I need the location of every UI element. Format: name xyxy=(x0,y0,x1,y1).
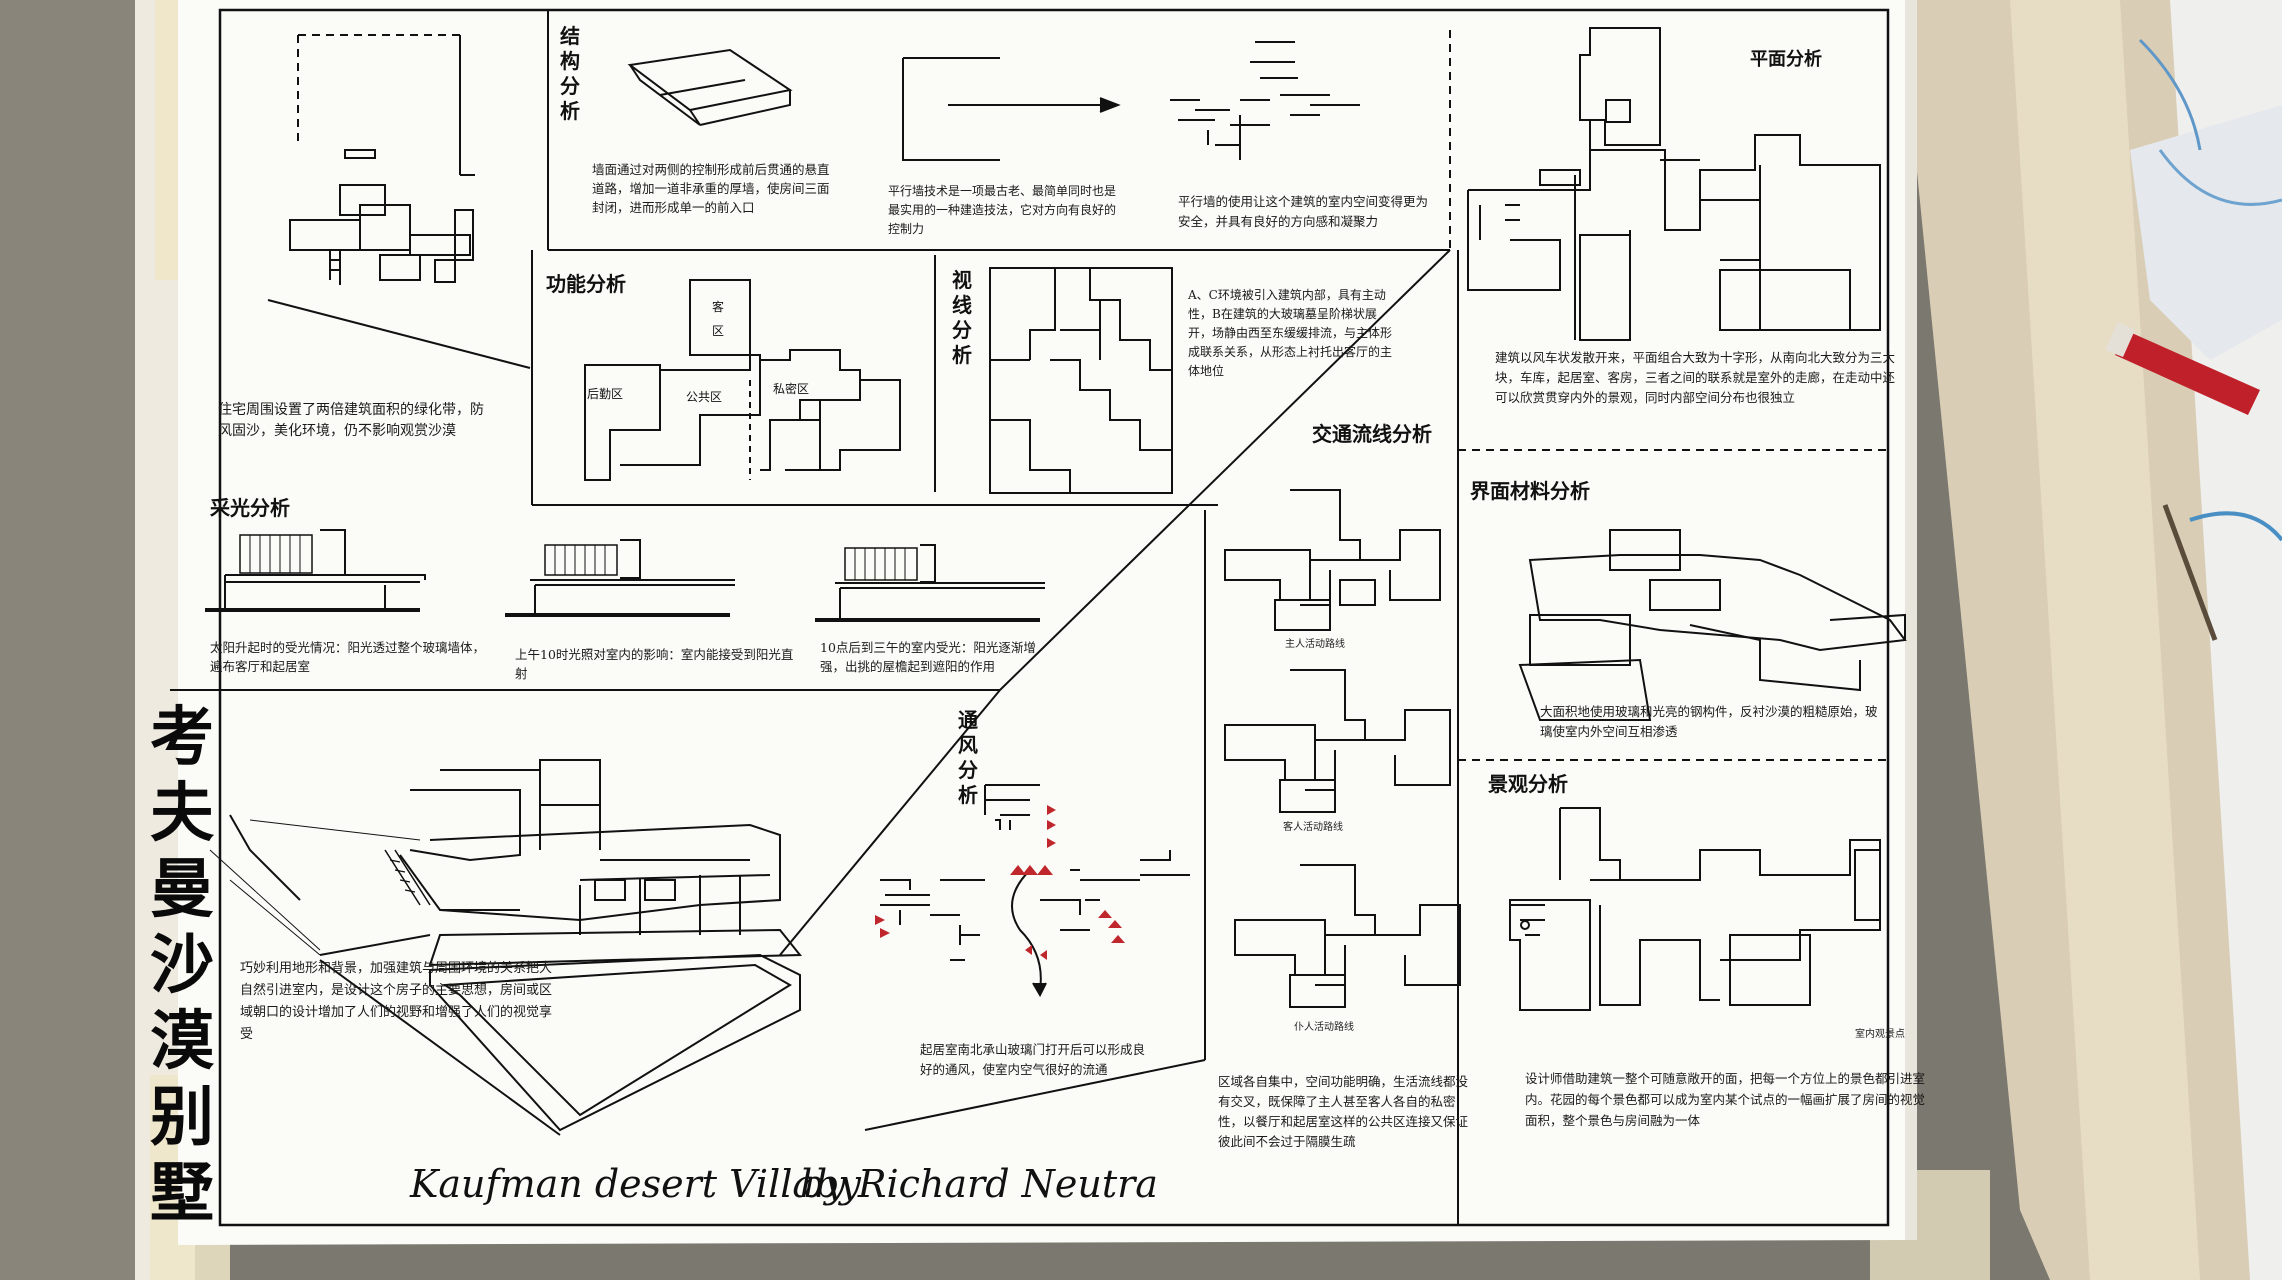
divider xyxy=(999,249,1451,691)
lighting-text-1: 太阳升起时的受光情况：阳光透过整个玻璃墙体，遍布客厅和起居室 xyxy=(210,640,486,674)
function-label-public: 公共区 xyxy=(686,390,723,404)
function-label-service: 后勤区 xyxy=(587,387,624,401)
divider xyxy=(864,1059,1206,1131)
ventilation-heading: 通风分析 xyxy=(958,708,978,807)
view-heading: 视线分析 xyxy=(952,268,972,367)
traffic-plan-1 xyxy=(1224,489,1441,631)
traffic-plan-2 xyxy=(1224,669,1451,813)
function-label-guest: 客区 xyxy=(712,300,725,338)
perspective-drawing xyxy=(209,759,803,1136)
traffic-heading: 交通流线分析 xyxy=(1312,422,1432,446)
function-label-private: 私密区 xyxy=(773,382,810,396)
structure-heading: 结构分析 xyxy=(560,24,580,123)
lighting-section-1 xyxy=(205,529,426,612)
poster-frame xyxy=(218,8,1890,1227)
traffic-caption-2: 客人活动路线 xyxy=(1283,822,1343,833)
divider xyxy=(267,299,531,369)
plan-heading: 平面分析 xyxy=(1750,49,1822,70)
lighting-section-2 xyxy=(505,539,735,617)
landscape-text: 设计师借助建筑一整个可随意敞开的面，把每一个方位上的景色都引进室内。花园的每个景… xyxy=(1525,1071,1926,1128)
structure-wall-text: 墙面通过对两侧的控制形成前后贯通的悬直道路，增加一道非承重的厚墙，使房间三面封闭… xyxy=(592,162,830,215)
structure-parallel-text: 平行墙技术是一项最古老、最简单同时也是最实用的一种建造技法，它对方向有良好的控制… xyxy=(888,184,1117,236)
landscape-heading: 景观分析 xyxy=(1488,772,1568,796)
site-text: 住宅周围设置了两倍建筑面积的绿化带，防风固沙，美化环境，仍不影响观赏沙漠 xyxy=(218,402,484,439)
poster-author: by Richard Neutra xyxy=(800,1162,1158,1206)
divider xyxy=(779,689,1001,956)
poster-subtitle: Kaufman desert Villaby xyxy=(410,1162,861,1206)
traffic-text: 区域各自集中，空间功能明确，生活流线都没有交叉，既保障了主人甚至客人各自的私密性… xyxy=(1218,1074,1469,1149)
plan-text: 建筑以风车状发散开来，平面组合大致为十字形，从南向北大致分为三大块，车库，起居室… xyxy=(1495,350,1896,405)
traffic-caption-1: 主人活动路线 xyxy=(1285,639,1345,650)
lighting-text-3: 10点后到三午的室内受光：阳光逐渐增强，出挑的屋檐起到遮阳的作用 xyxy=(820,640,1036,674)
material-text: 大面积地使用玻璃和光亮的钢构件，反衬沙漠的粗糙原始，玻璃使室内外空间互相渗透 xyxy=(1540,704,1878,739)
view-text: A、C环境被引入建筑内部，具有主动性，B在建筑的大玻璃墓呈阶梯状展开，场静由西至… xyxy=(1188,288,1393,378)
structure-parallel-use-text: 平行墙的使用让这个建筑的室内空间变得更为安全，并具有良好的方向感和凝聚力 xyxy=(1178,194,1429,229)
lighting-text-2: 上午10时光照对室内的影响：室内能接受到阳光直射 xyxy=(515,647,794,681)
function-heading: 功能分析 xyxy=(546,272,626,296)
material-heading: 界面材料分析 xyxy=(1470,479,1590,503)
landscape-caption: 室内观景点 xyxy=(1855,1029,1905,1040)
traffic-plan-3 xyxy=(1234,864,1461,1008)
lighting-heading: 采光分析 xyxy=(210,496,290,520)
poster-title: 考夫曼沙漠别墅 xyxy=(150,700,214,1231)
ventilation-text: 起居室南北承山玻璃门打开后可以形成良好的通风，使室内空气很好的流通 xyxy=(920,1042,1146,1077)
perspective-text: 巧妙利用地形和背景，加强建筑与周围环境的关系把大自然引进室内，是设计这个房子的主… xyxy=(240,961,553,1042)
traffic-caption-3: 仆人活动路线 xyxy=(1294,1022,1354,1033)
lighting-section-3 xyxy=(815,544,1045,622)
